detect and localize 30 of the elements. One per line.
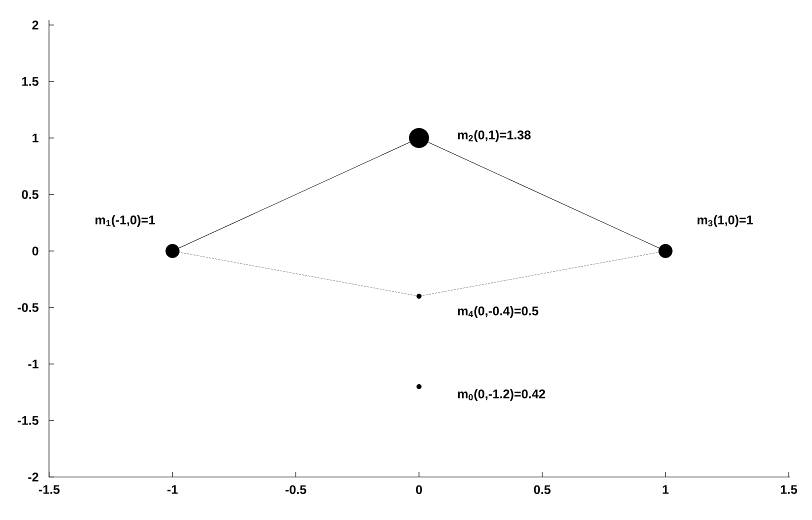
connector-line — [179, 252, 417, 296]
connector-line — [428, 142, 660, 248]
connector-line — [421, 252, 659, 296]
tick-label: -0.5 — [18, 303, 38, 312]
point-marker — [166, 244, 180, 258]
tick-label: 1 — [662, 485, 669, 494]
tick-label: -1.5 — [38, 485, 60, 494]
point-marker — [409, 128, 429, 148]
tick-label: 1 — [32, 134, 38, 142]
tick-label: -2 — [28, 472, 38, 482]
tick-label: 0.5 — [22, 190, 38, 199]
point-marker — [416, 294, 422, 299]
tick-label: 0.5 — [534, 485, 551, 494]
point-label: m$_{1}$(-1,0)=1 — [96, 215, 155, 227]
point-marker — [416, 384, 422, 390]
point-label: m$_{0}$(0,-1.2)=0.42 — [458, 389, 546, 401]
point-label: m$_{4}$(0,-0.4)=0.5 — [458, 306, 538, 318]
point-marker — [658, 244, 672, 258]
tick-label: 1.5 — [780, 485, 798, 494]
point-label: m$_{2}$(0,1)=1.38 — [458, 130, 531, 142]
point-label: m$_{3}$(1,0)=1 — [698, 215, 753, 227]
tick-label: 1.5 — [22, 77, 38, 86]
tick-label: 2 — [32, 20, 38, 30]
tick-label: 0 — [32, 246, 38, 256]
tick-label: -1.5 — [18, 416, 38, 425]
tick-label: 0 — [416, 485, 422, 494]
tick-label: -1 — [28, 360, 38, 368]
tick-label: -0.5 — [286, 485, 306, 494]
tick-label: -1 — [167, 485, 178, 494]
connector-line — [178, 142, 410, 248]
